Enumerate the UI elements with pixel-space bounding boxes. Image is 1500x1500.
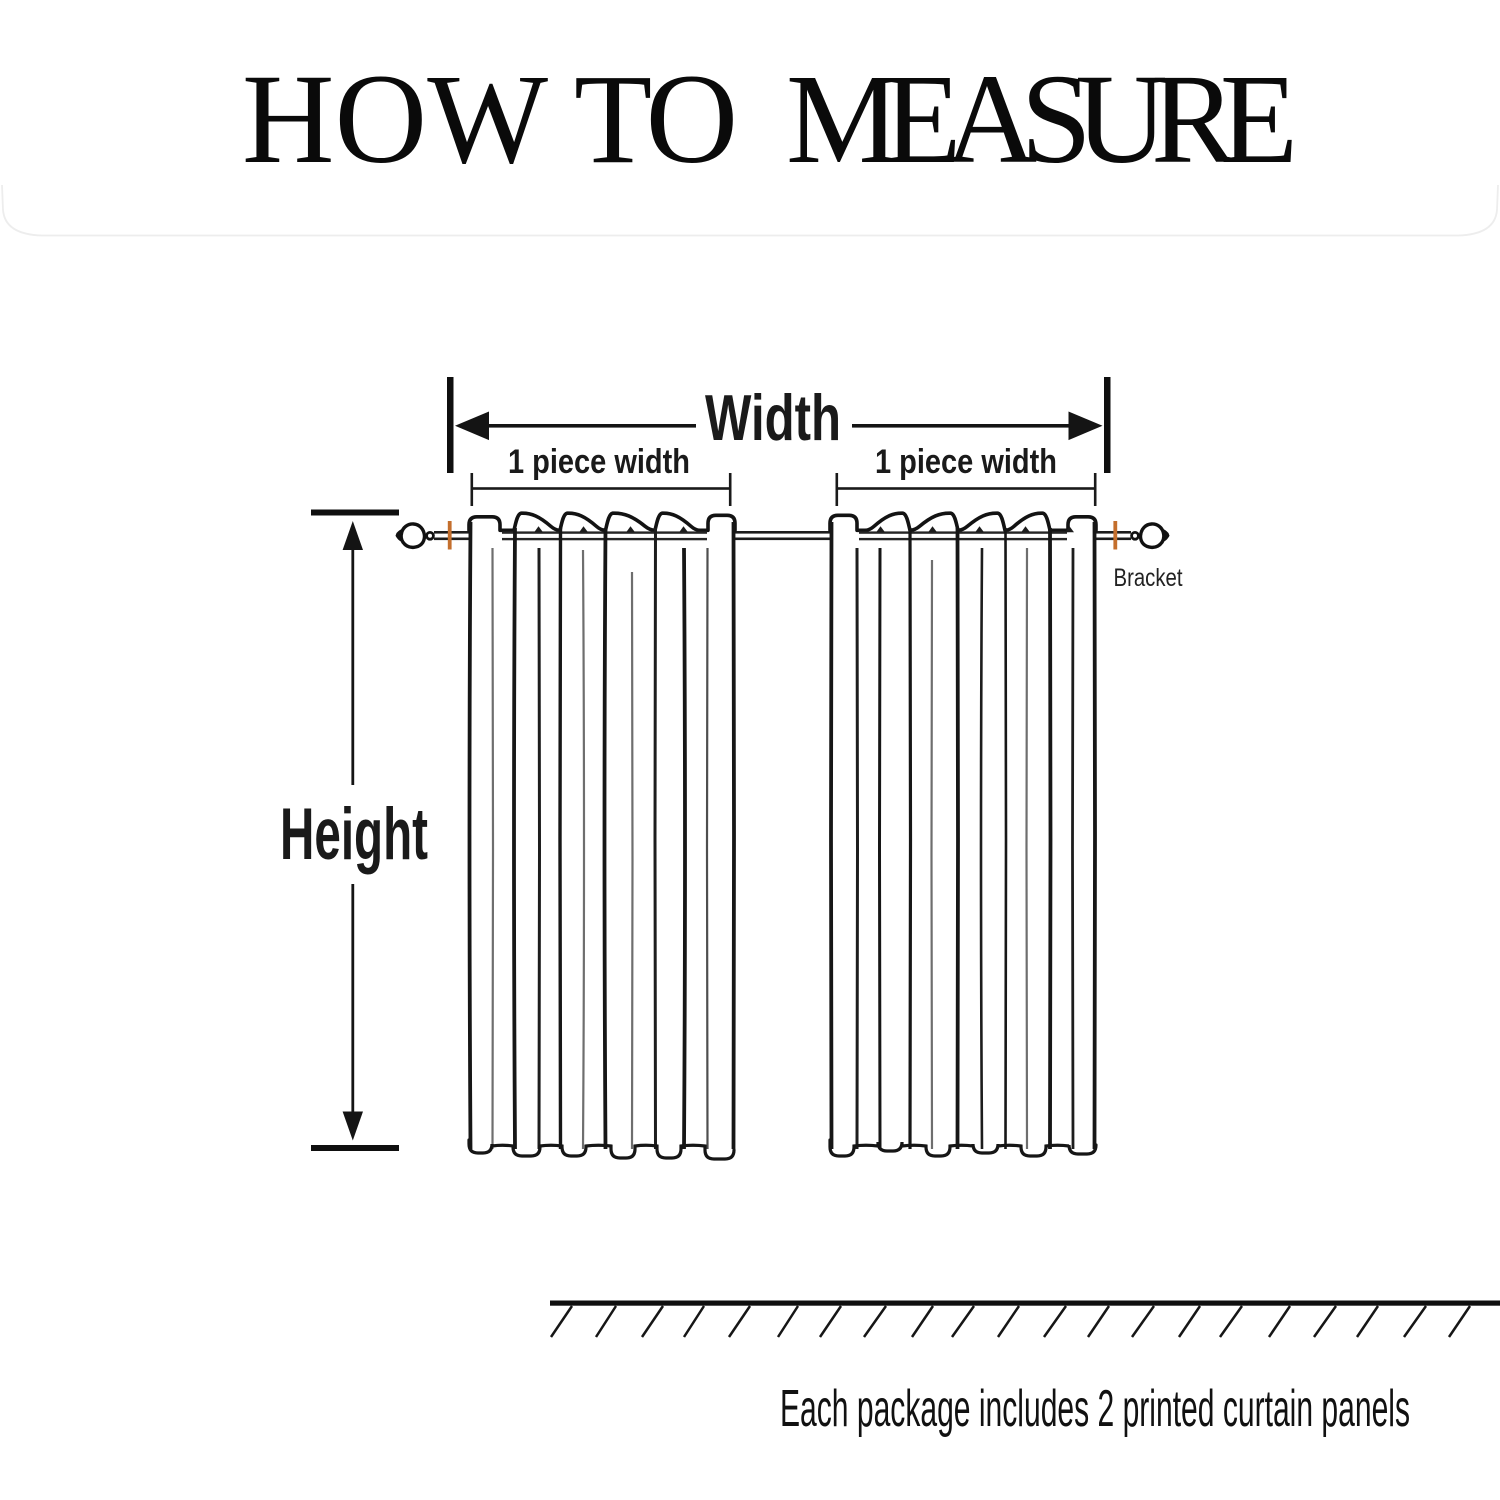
svg-text:1 piece width: 1 piece width <box>508 443 690 481</box>
svg-text:Bracket: Bracket <box>1114 564 1183 592</box>
svg-text:Each package includes 2 printe: Each package includes 2 printed curtain … <box>780 1380 1410 1438</box>
svg-text:Width: Width <box>705 381 841 454</box>
svg-text:1 piece width: 1 piece width <box>875 443 1057 481</box>
svg-text:Height: Height <box>280 794 428 875</box>
